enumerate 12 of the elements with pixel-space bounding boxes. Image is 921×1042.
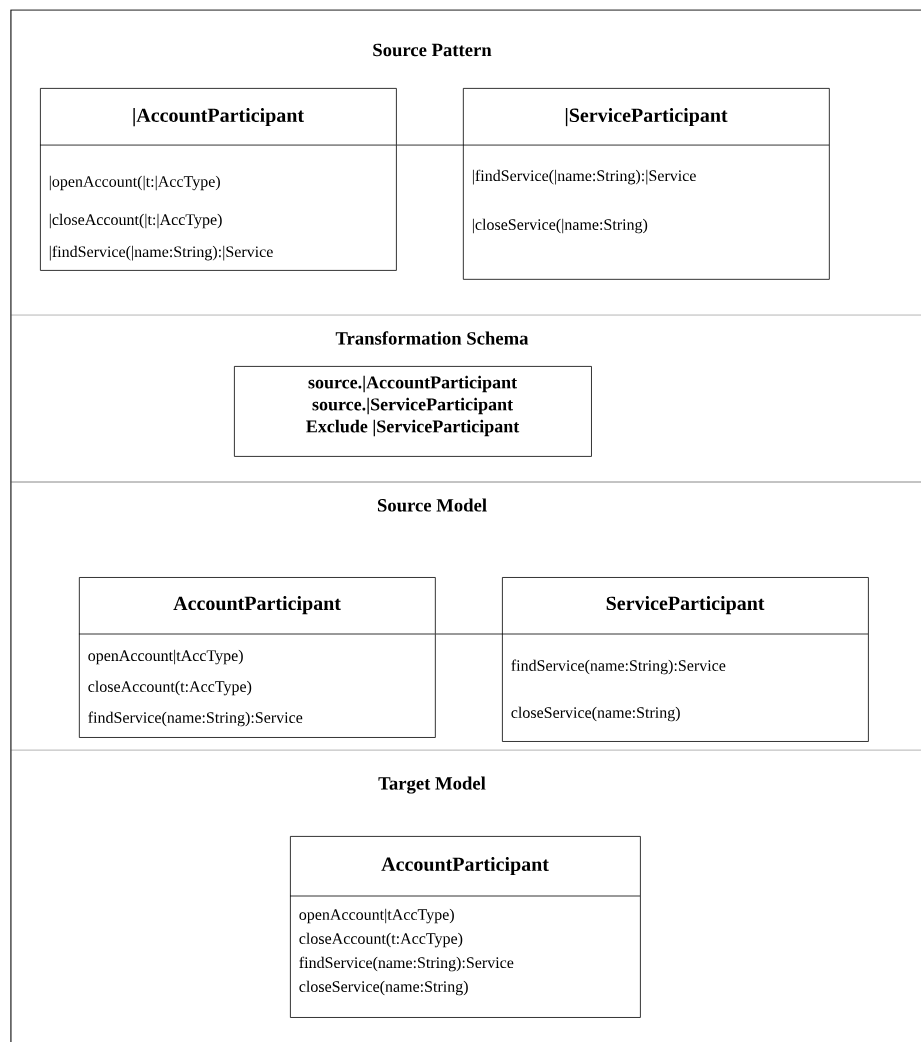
class-box: ServiceParticipant findService(name:String):Service closeService(name:String) [501, 577, 869, 742]
section-title: Transformation Schema [335, 331, 529, 345]
schema-box: source.|AccountParticipant source.|ServiceParticipant Exclude |ServiceParticipant [233, 366, 592, 457]
section-title: Source Model [377, 498, 487, 512]
class-box: AccountParticipant openAccount|tAccType) closeAccount(t:AccType) findService(name:String):Service closeService(name:String) [289, 836, 641, 1018]
class-box: |ServiceParticipant |findService(|name:String):|Service |closeService(|name:String) [462, 88, 830, 280]
section-title: Target Model [378, 776, 486, 794]
association-line [435, 633, 503, 635]
association-line [396, 144, 464, 146]
section-title: Source Pattern [373, 43, 492, 57]
class-box: AccountParticipant openAccount|tAccType) closeAccount(t:AccType) findService(name:String):Service [78, 577, 436, 738]
class-box: |AccountParticipant |openAccount(|t:|AccType) |closeAccount(|t:|AccType) |findService(|name:String):|Service [39, 88, 397, 271]
